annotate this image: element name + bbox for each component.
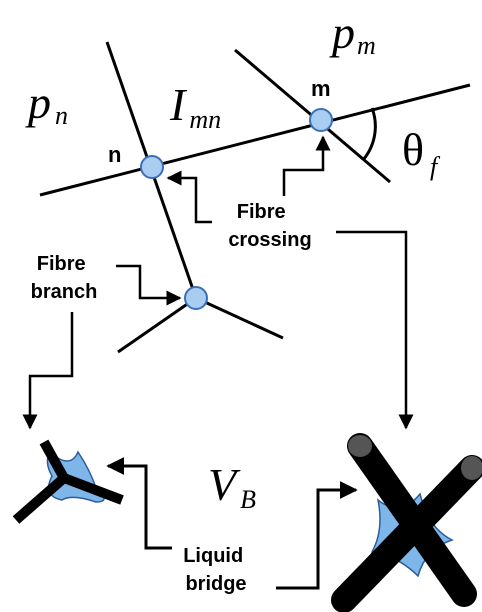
crossing-fibre-2 — [331, 455, 482, 612]
node-n — [140, 155, 164, 179]
arrow-crossing-to-m — [282, 135, 331, 196]
arrow-bridge-to-branch — [106, 457, 172, 550]
label-node-m: m — [311, 76, 331, 101]
arrow-crossing-to-bridge — [336, 230, 414, 430]
branch-fibre-3 — [12, 474, 68, 524]
branch-fibre-1 — [39, 439, 69, 481]
arrow-branch-to-bridge — [22, 312, 74, 430]
node-branch — [184, 286, 208, 310]
branch-arm-right — [195, 296, 284, 340]
liquid-bridge-label: Liquid bridge — [183, 545, 249, 595]
arrow-crossing-to-n — [166, 170, 212, 224]
fibre-branch-label: Fibre branch — [31, 253, 98, 303]
branch-liquid-bridge — [12, 439, 124, 524]
branch-arm-left — [117, 296, 197, 354]
label-p-m: pm — [329, 7, 376, 60]
fibre-network — [39, 41, 471, 354]
crossing-liquid-bridge — [331, 433, 482, 612]
fibre-line-main — [39, 83, 471, 197]
node-m — [309, 108, 333, 132]
arrow-bridge-to-crossing — [276, 481, 358, 590]
fibre-crossing-label: Fibre crossing — [228, 201, 311, 251]
arrow-branch-to-node — [116, 264, 182, 306]
fibre-end-top-left — [348, 435, 372, 457]
label-node-n: n — [108, 142, 121, 167]
branch-fibre-2 — [62, 473, 124, 505]
fibre-end-top-right — [461, 456, 482, 480]
angle-arc — [361, 107, 377, 161]
